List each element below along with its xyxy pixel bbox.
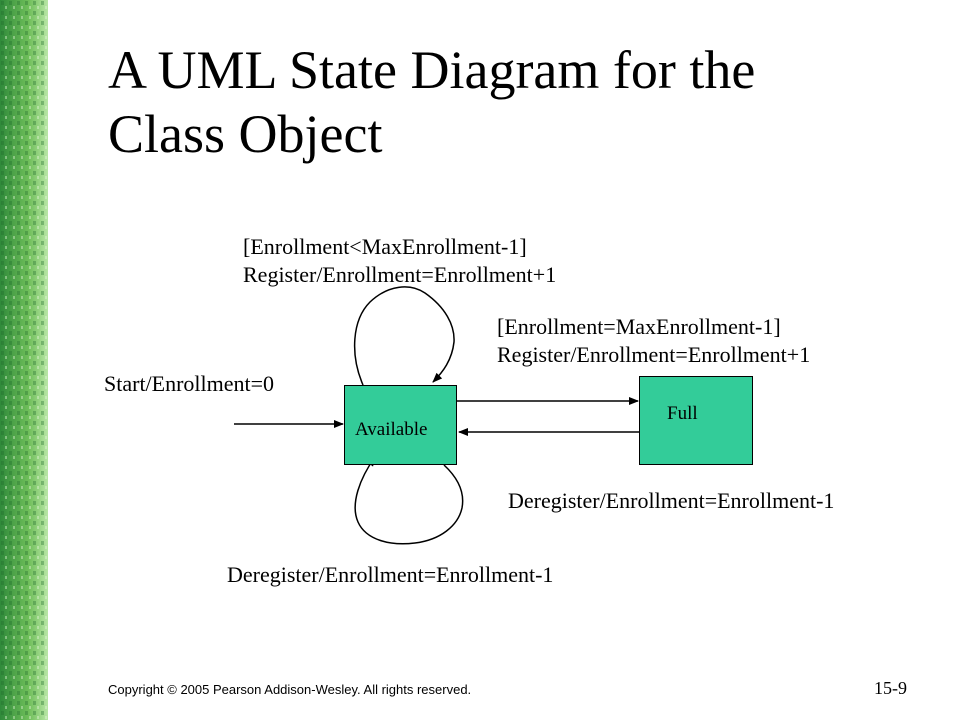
copyright-notice: Copyright © 2005 Pearson Addison-Wesley.… bbox=[108, 682, 472, 697]
title-line-1: A UML State Diagram for the bbox=[108, 40, 756, 100]
state-full: Full bbox=[639, 376, 753, 465]
state-full-label: Full bbox=[667, 403, 698, 424]
state-available: Available bbox=[344, 385, 457, 465]
self-register-guard-label: [Enrollment<MaxEnrollment-1] bbox=[243, 234, 527, 259]
state-available-label: Available bbox=[355, 419, 428, 440]
deregister-self-loop-arrow bbox=[354, 456, 464, 545]
self-register-action-label: Register/Enrollment=Enrollment+1 bbox=[243, 262, 557, 287]
to-full-action-label: Register/Enrollment=Enrollment+1 bbox=[497, 342, 811, 367]
title-line-2: Class Object bbox=[108, 104, 383, 164]
to-full-guard-label: [Enrollment=MaxEnrollment-1] bbox=[497, 314, 781, 339]
slide-number: 15-9 bbox=[874, 678, 907, 698]
slide-title: A UML State Diagram for the Class Object bbox=[108, 38, 908, 166]
start-transition-label: Start/Enrollment=0 bbox=[104, 371, 275, 396]
register-self-loop-arrow bbox=[353, 286, 455, 386]
decorative-side-strip bbox=[0, 0, 48, 720]
from-full-transition-label: Deregister/Enrollment=Enrollment-1 bbox=[508, 488, 835, 513]
self-deregister-label: Deregister/Enrollment=Enrollment-1 bbox=[227, 562, 554, 587]
